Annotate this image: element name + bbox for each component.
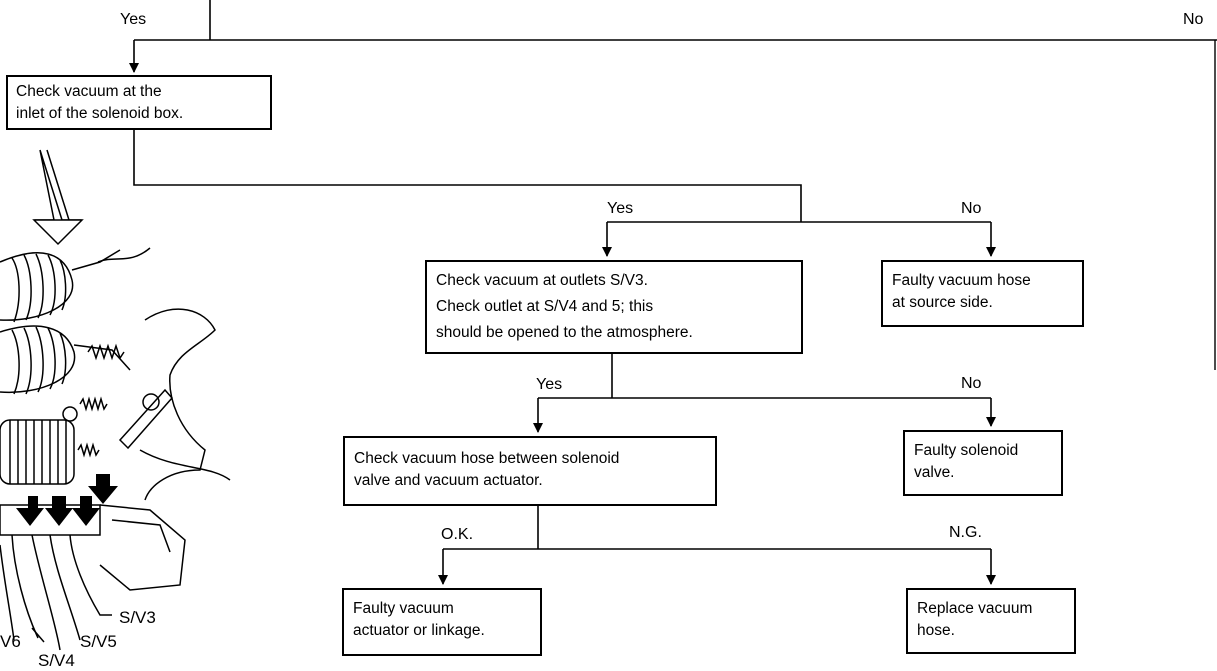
outlet-arrows — [16, 474, 118, 526]
box-faulty-hose-source-line-2: at source side. — [892, 294, 993, 311]
box-replace-hose-line-1: Replace vacuum — [917, 600, 1033, 617]
box-check-inlet: Check vacuum at the inlet of the solenoi… — [6, 75, 272, 130]
label-yes-3: Yes — [536, 376, 563, 393]
box-faulty-solenoid-line-2: valve. — [914, 464, 955, 481]
label-no-3: No — [961, 375, 982, 392]
box-check-inlet-line-1: Check vacuum at the — [16, 83, 162, 100]
outlet-arrow-3 — [72, 496, 100, 526]
box-check-outlets: Check vacuum at outlets S/V3. Check outl… — [425, 260, 803, 354]
label-ok-4: O.K. — [441, 526, 474, 543]
box-check-hose-between: Check vacuum hose between solenoid valve… — [343, 436, 717, 506]
hose-v6 — [11, 534, 39, 639]
label-ng-4: N.G. — [949, 524, 982, 541]
box-check-inlet-line-2: inlet of the solenoid box. — [16, 105, 184, 122]
callout-sv5: S/V5 — [80, 632, 117, 651]
box-faulty-hose-source: Faulty vacuum hose at source side. — [881, 260, 1084, 327]
solenoid-base — [99, 504, 186, 591]
box-faulty-actuator: Faulty vacuum actuator or linkage. — [342, 588, 542, 656]
actuator-bellows-3 — [0, 419, 75, 485]
spring-2 — [79, 396, 108, 412]
box-faulty-solenoid-line-1: Faulty solenoid — [914, 442, 1019, 459]
label-yes-2: Yes — [607, 200, 634, 217]
spring-1 — [87, 343, 125, 361]
box-faulty-solenoid: Faulty solenoid valve. — [903, 430, 1063, 496]
label-no-top: No — [1183, 11, 1204, 28]
label-no-2: No — [961, 200, 982, 217]
callout-sv4: S/V4 — [38, 651, 75, 670]
box-check-hose-between-line-2: valve and vacuum actuator. — [354, 472, 543, 489]
hose-sv5 — [49, 534, 81, 641]
box-check-outlets-line-3: should be opened to the atmosphere. — [436, 324, 693, 341]
lever-arm — [118, 388, 173, 450]
hose-extra — [0, 544, 15, 641]
box-faulty-actuator-line-1: Faulty vacuum — [353, 600, 454, 617]
housing-outline — [144, 308, 216, 501]
hose-sv4 — [31, 534, 61, 651]
outlet-arrow-2 — [45, 496, 73, 526]
box-replace-hose-line-2: hose. — [917, 622, 955, 639]
callout-v6: V6 — [0, 632, 21, 651]
box-faulty-hose-source-line-1: Faulty vacuum hose — [892, 272, 1031, 289]
box-check-hose-between-line-1: Check vacuum hose between solenoid — [354, 450, 620, 467]
outlet-arrow-4 — [88, 474, 118, 504]
box-faulty-actuator-line-2: actuator or linkage. — [353, 622, 485, 639]
cable — [97, 247, 231, 481]
spring-3 — [77, 442, 100, 458]
pointer-hollow-arrow — [32, 149, 84, 246]
label-yes-top: Yes — [120, 11, 147, 28]
box-replace-hose: Replace vacuum hose. — [906, 588, 1076, 654]
connector-inlet-out — [133, 130, 802, 222]
box-check-outlets-line-2: Check outlet at S/V4 and 5; this — [436, 298, 654, 315]
outlet-arrow-1 — [16, 496, 44, 526]
actuator-illustration — [0, 247, 231, 651]
box-check-outlets-line-1: Check vacuum at outlets S/V3. — [436, 272, 648, 289]
pivot-bolt — [142, 393, 160, 411]
callout-sv3: S/V3 — [119, 608, 156, 627]
hose-sv3 — [69, 534, 112, 616]
actuator-bellows-2 — [0, 325, 131, 422]
